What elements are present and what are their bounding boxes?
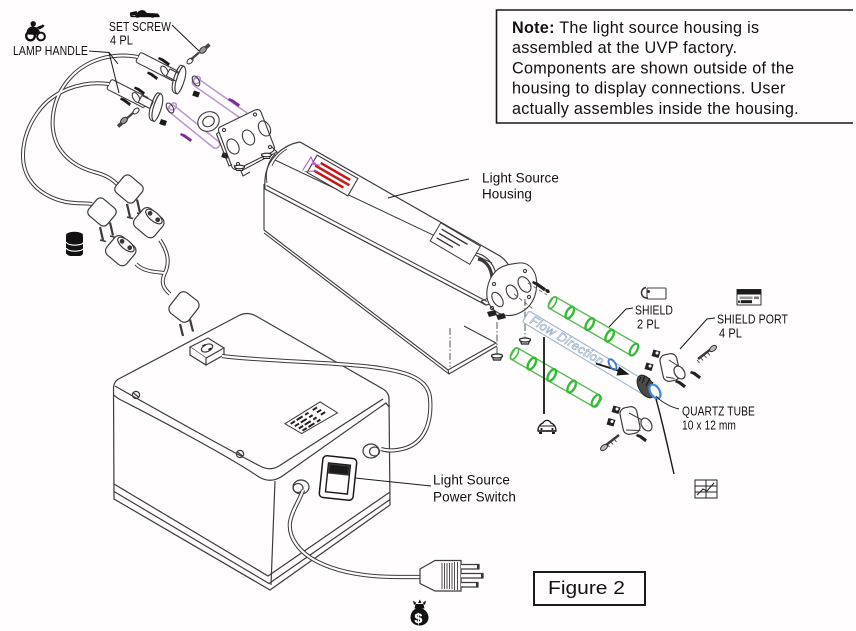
svg-text:QUARTZ TUBE: QUARTZ TUBE: [682, 404, 755, 419]
svg-text:Light Source: Light Source: [482, 171, 559, 186]
svg-text:actually assembles inside the: actually assembles inside the housing.: [512, 100, 799, 118]
svg-text:Note: The light source housing: Note: The light source housing is: [512, 19, 759, 37]
svg-text:4 PL: 4 PL: [110, 33, 133, 48]
svg-text:SHIELD PORT: SHIELD PORT: [717, 312, 788, 327]
svg-text:4 PL: 4 PL: [719, 326, 742, 341]
svg-text:Components are shown outside o: Components are shown outside of the: [512, 59, 794, 77]
svg-text:LAMP HANDLE: LAMP HANDLE: [13, 43, 88, 58]
svg-text:SET SCREW: SET SCREW: [109, 19, 172, 34]
svg-text:2 PL: 2 PL: [637, 317, 660, 332]
svg-text:assembled at the UVP factory.: assembled at the UVP factory.: [512, 39, 737, 57]
svg-text:SHIELD: SHIELD: [635, 303, 673, 318]
svg-text:Housing: Housing: [482, 187, 532, 202]
svg-text:housing to display connections: housing to display connections. User: [512, 80, 786, 98]
svg-text:Figure 2: Figure 2: [548, 578, 625, 598]
svg-text:Power Switch: Power Switch: [433, 490, 516, 505]
svg-text:10 x 12 mm: 10 x 12 mm: [682, 418, 736, 433]
svg-text:$: $: [415, 610, 423, 626]
svg-text:Light Source: Light Source: [433, 473, 510, 488]
